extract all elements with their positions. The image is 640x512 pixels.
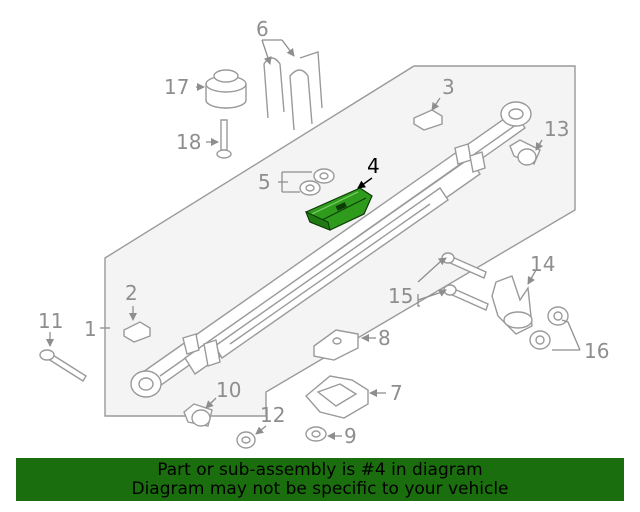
leader-lines [46, 39, 581, 440]
callout-15: 15 [388, 284, 413, 308]
callout-13: 13 [544, 117, 569, 141]
part-2-pad [123, 321, 151, 343]
callout-9: 9 [344, 424, 357, 448]
part-9-nut [305, 426, 327, 442]
part-16-nuts [529, 306, 569, 350]
callout-8: 8 [378, 326, 391, 350]
callout-6: 6 [256, 17, 269, 41]
callout-16: 16 [584, 339, 609, 363]
part-8-block [313, 329, 359, 361]
callout-12: 12 [260, 403, 285, 427]
part-10-bushing [183, 403, 213, 427]
part-6-u-bolts [263, 51, 323, 131]
callout-17: 17 [164, 75, 189, 99]
part-14-shackle [491, 275, 533, 335]
callout-5: 5 [258, 170, 271, 194]
part-7-plate [305, 375, 369, 419]
info-banner: Part or sub-assembly is #4 in diagram Di… [16, 458, 624, 501]
callout-4[interactable]: 4 [367, 154, 380, 178]
part-4-highlight[interactable] [305, 187, 373, 231]
leaf-spring-drawing [130, 101, 532, 398]
callout-14: 14 [530, 252, 555, 276]
part-12-nut [236, 431, 256, 449]
part-13-bushing [509, 139, 541, 166]
part-17-bump-stop [205, 69, 247, 109]
parts-diagram: 1 2 3 4 5 6 7 8 9 10 11 12 13 14 15 16 1… [38, 17, 609, 449]
callout-3: 3 [442, 75, 455, 99]
banner-line-1: Part or sub-assembly is #4 in diagram [157, 460, 483, 480]
callout-7: 7 [390, 381, 403, 405]
callout-18: 18 [176, 130, 201, 154]
callout-10: 10 [216, 378, 241, 402]
part-5-nuts [299, 168, 335, 196]
part-11-bolt [39, 349, 87, 382]
callout-2: 2 [125, 281, 138, 305]
callout-11: 11 [38, 309, 63, 333]
banner-line-2: Diagram may not be specific to your vehi… [131, 479, 509, 499]
callout-1: 1 [84, 317, 97, 341]
part-18-bolt [216, 119, 232, 159]
